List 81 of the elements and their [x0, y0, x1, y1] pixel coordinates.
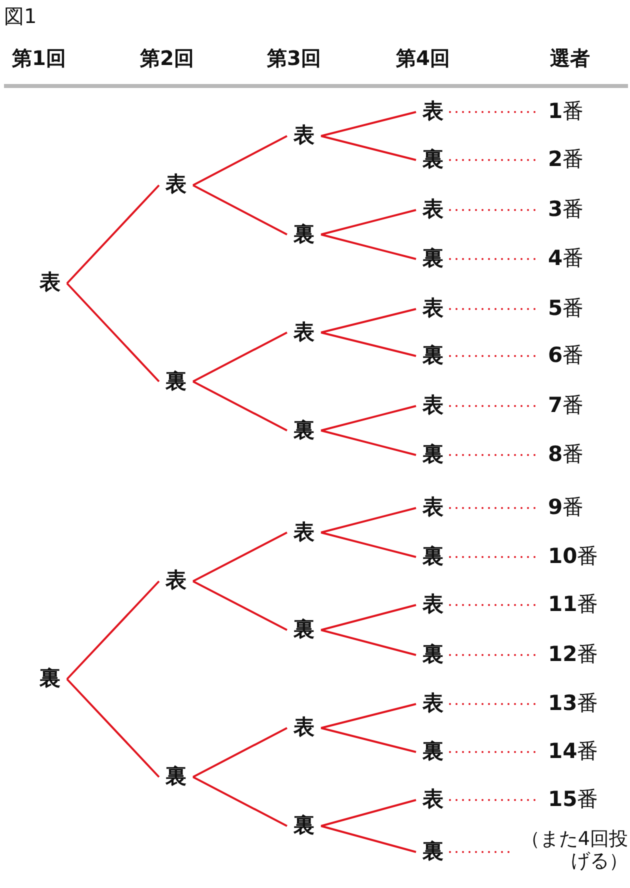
player-order-text: 8番 — [548, 441, 584, 467]
tree-branch-line — [320, 604, 416, 631]
outcome-text: 表 — [163, 171, 189, 198]
outcome-text: 表 — [420, 494, 446, 520]
tree-branch-line — [320, 703, 416, 729]
column-header: 選者 — [550, 46, 590, 70]
outcome-text: 表 — [420, 295, 446, 321]
outcome-text: 表 — [291, 318, 317, 344]
tree-branch-line — [192, 184, 288, 236]
player-order-text: 9番 — [548, 494, 584, 520]
player-order-text: （また4回投げる） — [513, 828, 628, 872]
figure-number: 図1 — [4, 4, 37, 28]
player-order-text: 3番 — [548, 196, 584, 222]
player-order-text: 5番 — [548, 295, 584, 321]
outcome-text: 裏 — [291, 616, 317, 642]
outcome-text: 裏 — [37, 665, 63, 692]
outcome-text: 表 — [420, 690, 446, 716]
player-order-text: 14番 — [548, 738, 598, 764]
outcome-text: 裏 — [420, 543, 446, 569]
outcome-text: 表 — [291, 714, 317, 740]
outcome-text: 裏 — [420, 146, 446, 172]
column-header: 第1回 — [12, 46, 66, 70]
player-order-text: 1番 — [548, 98, 584, 124]
outcome-text: 裏 — [420, 738, 446, 764]
outcome-text: 表 — [420, 196, 446, 222]
tree-branch-line — [192, 135, 288, 186]
tree-branch-line — [320, 430, 416, 456]
outcome-text: 裏 — [163, 368, 189, 394]
tree-branch-line — [320, 507, 416, 534]
tree-branch-line — [320, 799, 416, 827]
dotted-connector — [449, 851, 512, 853]
player-order-text: 10番 — [548, 543, 598, 569]
tree-branch-line — [66, 678, 160, 778]
outcome-text: 裏 — [420, 441, 446, 467]
outcome-text: 表 — [163, 567, 189, 594]
outcome-text: 表 — [420, 392, 446, 418]
tree-branch-line — [192, 532, 288, 582]
outcome-text: 表 — [420, 591, 446, 617]
tree-branch-line — [192, 580, 288, 631]
outcome-text: 裏 — [420, 342, 446, 368]
outcome-text: 裏 — [420, 245, 446, 271]
tree-branch-line — [320, 234, 416, 260]
player-order-text: 13番 — [548, 690, 598, 716]
outcome-text: 表 — [37, 269, 63, 296]
player-order-text: 6番 — [548, 342, 584, 368]
tree-branch-line — [320, 532, 416, 558]
player-order-text: 4番 — [548, 245, 584, 271]
tree-branch-line — [192, 332, 288, 382]
player-order-text: 12番 — [548, 641, 598, 667]
outcome-text: 裏 — [420, 641, 446, 667]
outcome-text: 裏 — [291, 220, 317, 246]
column-header: 第2回 — [140, 46, 194, 70]
tree-branch-line — [66, 184, 160, 284]
tree-branch-line — [320, 111, 416, 137]
tree-branch-line — [192, 727, 288, 778]
tree-branch-line — [320, 209, 416, 236]
player-order-text: 11番 — [548, 591, 598, 617]
tree-branch-line — [320, 825, 416, 853]
outcome-text: 裏 — [291, 812, 317, 838]
tree-branch-line — [320, 727, 416, 753]
player-order-text: 15番 — [548, 786, 598, 812]
tree-branch-line — [66, 282, 160, 382]
outcome-text: 表 — [291, 518, 317, 544]
outcome-text: 裏 — [163, 763, 189, 789]
tree-branch-line — [320, 332, 416, 357]
outcome-text: 表 — [420, 786, 446, 812]
tree-branch-line — [320, 629, 416, 656]
outcome-text: 裏 — [420, 838, 446, 864]
tree-branch-line — [320, 308, 416, 334]
column-header: 第3回 — [267, 46, 321, 70]
tree-branch-line — [320, 405, 416, 432]
tree-branch-line — [66, 580, 160, 680]
tree-branch-line — [192, 776, 288, 827]
tree-branch-line — [192, 380, 288, 432]
outcome-text: 裏 — [291, 416, 317, 442]
player-order-text: 2番 — [548, 146, 584, 172]
player-order-text: 7番 — [548, 392, 584, 418]
outcome-text: 表 — [291, 122, 317, 148]
column-header: 第4回 — [396, 46, 450, 70]
outcome-text: 表 — [420, 98, 446, 124]
tree-branch-line — [320, 135, 416, 161]
